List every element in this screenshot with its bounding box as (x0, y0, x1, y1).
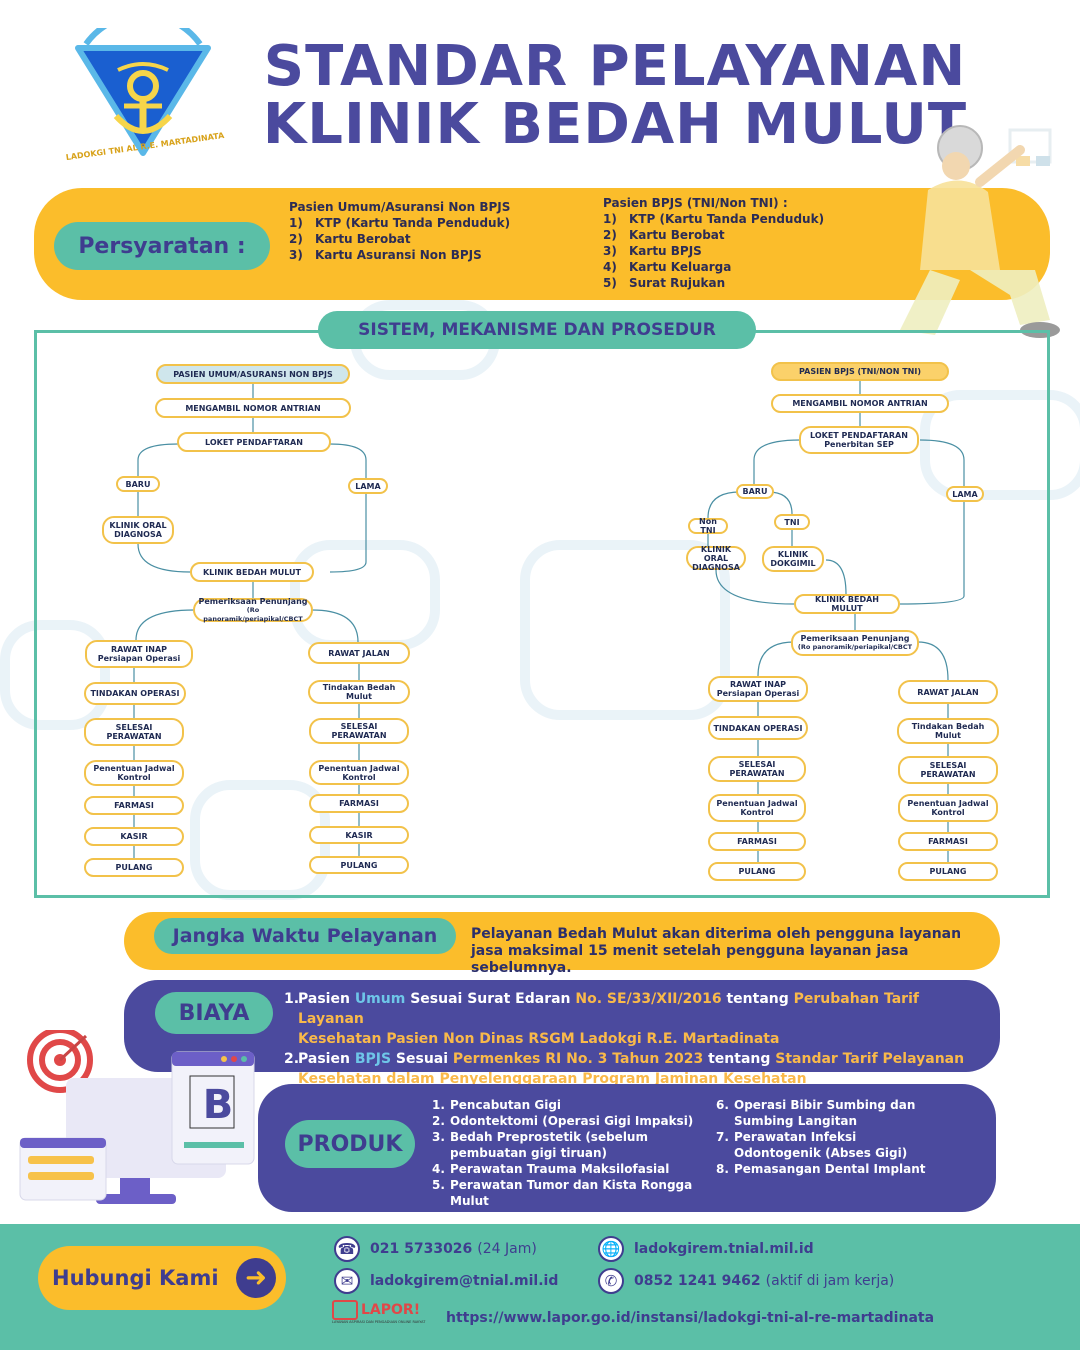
produk-label: PRODUK (285, 1120, 415, 1168)
flow-left-inap: RAWAT INAP Persiapan Operasi (85, 640, 193, 668)
flow-right-a-3: FARMASI (708, 832, 806, 851)
flow-left-b-2: Penentuan Jadwal Kontrol (309, 760, 409, 785)
contact-button[interactable]: Hubungi Kami ➜ (38, 1246, 286, 1310)
title-line-2: KLINIK BEDAH MULUT (262, 92, 968, 157)
web-contact[interactable]: 🌐 ladokgirem.tnial.mil.id (598, 1236, 814, 1262)
flow-left-a-0: TINDAKAN OPERASI (84, 682, 186, 705)
whatsapp-contact[interactable]: ✆ 0852 1241 9462 (aktif di jam kerja) (598, 1268, 894, 1294)
decor-ring (0, 620, 110, 730)
contact-label: Hubungi Kami (52, 1266, 219, 1290)
flow-right-klinik: KLINIK BEDAH MULUT (794, 594, 900, 614)
flow-right-b-1: SELESAI PERAWATAN (898, 756, 998, 784)
flow-left-a-4: KASIR (84, 827, 184, 846)
flow-left-a-5: PULANG (84, 858, 184, 877)
biaya-band (124, 980, 1000, 1072)
flow-left-b-1: SELESAI PERAWATAN (309, 718, 409, 744)
requirements-label: Persyaratan : (54, 222, 270, 270)
flow-left-baru: BARU (116, 476, 160, 492)
list-item: 7.Perawatan Infeksi Odontogenik (Abses G… (716, 1130, 908, 1160)
decor-ring (520, 540, 730, 720)
flow-left-jalan: RAWAT JALAN (308, 642, 410, 664)
list-item: 1)KTP (Kartu Tanda Penduduk) (603, 212, 825, 226)
ladokgi-logo: LADOKGI TNI AL R.E. MARTADINATA (58, 11, 228, 178)
flow-right-nontni: Non TNI (688, 517, 728, 535)
flow-right-b-3: FARMASI (898, 832, 998, 851)
flow-right-baru: BARU (736, 484, 774, 499)
biaya-label: BIAYA (155, 992, 273, 1034)
flow-left-periksa: Pemeriksaan Penunjang (Ro panoramik/peri… (193, 597, 313, 623)
list-item: 5.Perawatan Tumor dan Kista Rongga Mulut (432, 1178, 693, 1208)
time-label: Jangka Waktu Pelayanan (154, 918, 456, 954)
flow-left-b-4: KASIR (309, 826, 409, 844)
list-item: 2)Kartu Berobat (289, 232, 411, 246)
globe-icon: 🌐 (598, 1236, 624, 1262)
list-item: 4.Perawatan Trauma Maksilofasial (432, 1162, 670, 1176)
flow-right-start: PASIEN BPJS (TNI/NON TNI) (771, 362, 949, 381)
flow-right-dokgimil: KLINIK DOKGIMIL (762, 546, 824, 572)
page-title: STANDAR PELAYANAN KLINIK BEDAH MULUT (255, 38, 975, 154)
flow-left-loket: LOKET PENDAFTARAN (177, 432, 331, 452)
flow-right-tni: TNI (774, 514, 810, 530)
lapor-link[interactable]: https://www.lapor.go.id/instansi/ladokgi… (446, 1310, 935, 1326)
flow-left-klinik: KLINIK BEDAH MULUT (190, 562, 314, 582)
whatsapp-icon: ✆ (598, 1268, 624, 1294)
flow-right-inap: RAWAT INAP Persiapan Operasi (708, 676, 808, 702)
list-item: 1)KTP (Kartu Tanda Penduduk) (289, 216, 511, 230)
flow-left-b-0: Tindakan Bedah Mulut (308, 680, 410, 704)
mail-icon: ✉ (334, 1268, 360, 1294)
computer-illustration: B (16, 1027, 264, 1212)
title-line-1: STANDAR PELAYANAN (263, 34, 967, 99)
flow-left-a-3: FARMASI (84, 796, 184, 815)
list-item: 3)Kartu Asuransi Non BPJS (289, 248, 482, 262)
illus-letter: B (202, 1082, 234, 1128)
lapor-logo: LAPOR! LAYANAN ASPIRASI DAN PENGADUAN ON… (332, 1300, 426, 1324)
flow-right-b-4: PULANG (898, 862, 998, 881)
req-umum: Pasien Umum/Asuransi Non BPJS 1)KTP (Kar… (289, 199, 510, 263)
flow-left-a-2: Penentuan Jadwal Kontrol (84, 760, 184, 786)
flow-right-a-1: SELESAI PERAWATAN (708, 756, 806, 782)
email-contact[interactable]: ✉ ladokgirem@tnial.mil.id (334, 1268, 558, 1294)
flow-left-antrian: MENGAMBIL NOMOR ANTRIAN (155, 398, 351, 418)
flow-right-lama: LAMA (946, 486, 984, 502)
flow-left-oral: KLINIK ORAL DIAGNOSA (102, 516, 174, 544)
flow-left-start: PASIEN UMUM/ASURANSI NON BPJS (156, 364, 350, 384)
biaya-text: 1. Pasien Umum Sesuai Surat Edaran No. S… (284, 989, 984, 1089)
phone-contact[interactable]: ☎ 021 5733026 (24 Jam) (334, 1236, 537, 1262)
flow-right-antrian: MENGAMBIL NOMOR ANTRIAN (771, 394, 949, 413)
list-item: 1.Pencabutan Gigi (432, 1098, 562, 1112)
flow-right-a-2: Penentuan Jadwal Kontrol (708, 794, 806, 822)
flow-right-b-2: Penentuan Jadwal Kontrol (898, 794, 998, 822)
list-item: 4)Kartu Keluarga (603, 260, 732, 274)
list-item: 3.Bedah Preprostetik (sebelum pembuatan … (432, 1130, 648, 1160)
flow-right-b-0: Tindakan Bedah Mulut (897, 718, 999, 744)
flow-left-lama: LAMA (348, 478, 388, 494)
flow-left-a-1: SELESAI PERAWATAN (84, 718, 184, 746)
person-illustration (860, 120, 1080, 350)
list-item: 8.Pemasangan Dental Implant (716, 1162, 926, 1176)
req-bpjs: Pasien BPJS (TNI/Non TNI) : 1)KTP (Kartu… (603, 195, 824, 291)
flow-right-loket: LOKET PENDAFTARAN Penerbitan SEP (799, 426, 919, 454)
list-item: 5)Surat Rujukan (603, 276, 726, 290)
list-item: 6.Operasi Bibir Sumbing dan Sumbing Lang… (716, 1098, 916, 1128)
produk-list-left: 1.Pencabutan Gigi 2.Odontektomi (Operasi… (432, 1097, 707, 1209)
flow-right-oral: KLINIK ORAL DIAGNOSA (686, 545, 746, 572)
flow-right-a-0: TINDAKAN OPERASI (708, 716, 808, 740)
list-item: 2.Odontektomi (Operasi Gigi Impaksi) (432, 1114, 694, 1128)
req-umum-heading: Pasien Umum/Asuransi Non BPJS (289, 200, 511, 214)
phone-icon: ☎ (334, 1236, 360, 1262)
produk-list-right: 6.Operasi Bibir Sumbing dan Sumbing Lang… (716, 1097, 946, 1177)
flow-right-periksa: Pemeriksaan Penunjang (Ro panoramik/peri… (791, 630, 919, 656)
biaya-line-2: 2. Pasien BPJS Sesuai Permenkes RI No. 3… (284, 1051, 965, 1087)
arrow-right-icon: ➜ (236, 1258, 276, 1298)
list-item: 3)Kartu BPJS (603, 244, 702, 258)
flow-left-b-3: FARMASI (309, 794, 409, 813)
biaya-line-1: 1. Pasien Umum Sesuai Surat Edaran No. S… (284, 991, 919, 1047)
req-bpjs-heading: Pasien BPJS (TNI/Non TNI) : (603, 196, 788, 210)
flow-left-b-5: PULANG (309, 856, 409, 874)
flow-right-a-4: PULANG (708, 862, 806, 881)
flow-right-jalan: RAWAT JALAN (898, 680, 998, 704)
list-item: 2)Kartu Berobat (603, 228, 725, 242)
flow-heading: SISTEM, MEKANISME DAN PROSEDUR (318, 311, 756, 349)
time-text: Pelayanan Bedah Mulut akan diterima oleh… (471, 926, 962, 976)
